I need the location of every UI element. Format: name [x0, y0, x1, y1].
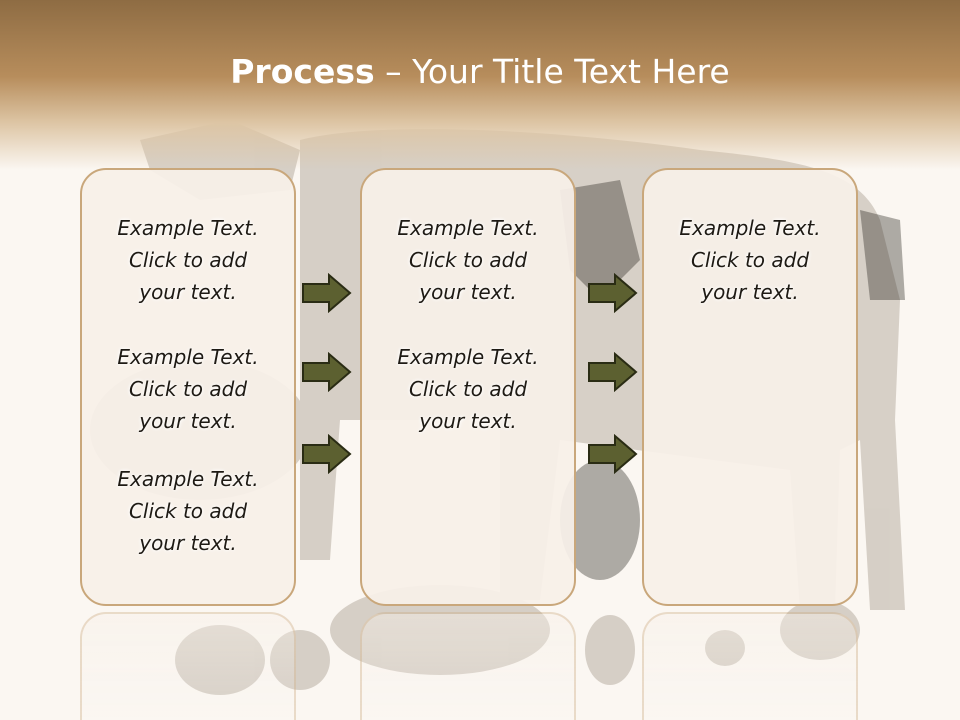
- text-line: your text.: [139, 531, 237, 555]
- text-placeholder[interactable]: Example Text. Click to add your text.: [362, 212, 574, 308]
- text-line: Click to add: [128, 377, 248, 401]
- text-placeholder[interactable]: Example Text. Click to add your text.: [362, 341, 574, 437]
- text-placeholder[interactable]: Example Text. Click to add your text.: [82, 212, 294, 308]
- text-line: your text.: [419, 280, 517, 304]
- text-line: Example Text.: [117, 467, 259, 491]
- text-line: Click to add: [690, 248, 810, 272]
- right-arrow-icon[interactable]: [302, 352, 352, 392]
- text-line: Click to add: [408, 377, 528, 401]
- right-arrow-icon[interactable]: [588, 352, 638, 392]
- text-line: your text.: [701, 280, 799, 304]
- process-step-card-3[interactable]: Example Text. Click to add your text.: [642, 168, 858, 606]
- text-line: Click to add: [408, 248, 528, 272]
- slide-title[interactable]: Process – Your Title Text Here: [0, 52, 960, 91]
- card-reflection: [360, 612, 576, 720]
- text-line: Example Text.: [117, 216, 259, 240]
- text-line: Example Text.: [397, 345, 539, 369]
- right-arrow-icon[interactable]: [588, 434, 638, 474]
- process-step-card-1[interactable]: Example Text. Click to add your text. Ex…: [80, 168, 296, 606]
- text-line: your text.: [419, 409, 517, 433]
- text-line: Click to add: [128, 499, 248, 523]
- text-line: your text.: [139, 280, 237, 304]
- text-placeholder[interactable]: Example Text. Click to add your text.: [644, 212, 856, 308]
- text-line: your text.: [139, 409, 237, 433]
- text-line: Example Text.: [397, 216, 539, 240]
- text-placeholder[interactable]: Example Text. Click to add your text.: [82, 463, 294, 559]
- right-arrow-icon[interactable]: [302, 273, 352, 313]
- text-line: Example Text.: [679, 216, 821, 240]
- text-line: Example Text.: [117, 345, 259, 369]
- text-line: Click to add: [128, 248, 248, 272]
- card-reflection: [642, 612, 858, 720]
- title-banner: [0, 0, 960, 170]
- title-rest-text: – Your Title Text Here: [374, 52, 730, 91]
- title-bold-text: Process: [230, 52, 375, 91]
- process-step-card-2[interactable]: Example Text. Click to add your text. Ex…: [360, 168, 576, 606]
- card-reflection: [80, 612, 296, 720]
- text-placeholder[interactable]: Example Text. Click to add your text.: [82, 341, 294, 437]
- right-arrow-icon[interactable]: [302, 434, 352, 474]
- right-arrow-icon[interactable]: [588, 273, 638, 313]
